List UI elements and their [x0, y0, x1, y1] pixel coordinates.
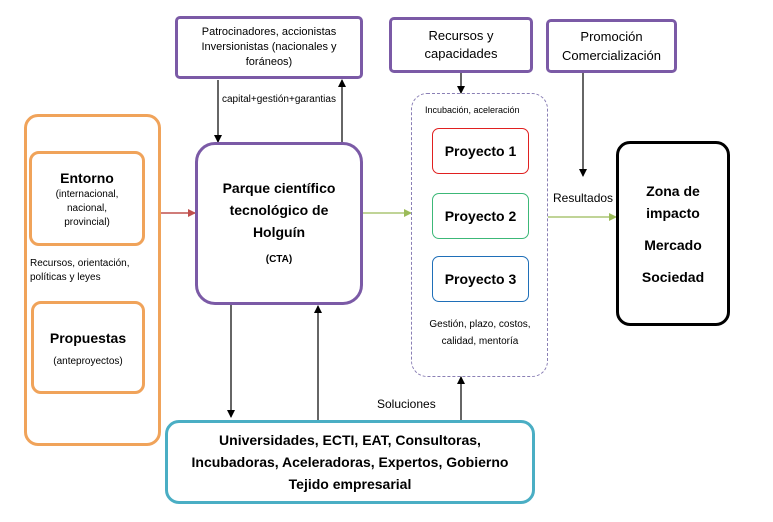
sponsors-line-2: Inversionistas (nacionales y: [201, 41, 337, 53]
sponsors-box: Patrocinadores, accionistas Inversionist…: [175, 16, 363, 79]
promotion-line-2: Comercialización: [562, 48, 661, 63]
universities-line-3: Tejido empresarial: [288, 476, 412, 492]
park-abbr: (CTA): [265, 253, 293, 265]
project-3-box: Proyecto 3: [432, 256, 529, 302]
park-box: Parque científico tecnológico de Holguín…: [195, 142, 363, 305]
park-line-3: Holguín: [252, 223, 306, 240]
management-line-2: calidad, mentoría: [441, 336, 519, 347]
resources-orientation-label: Recursos, orientación, políticas y leyes: [30, 257, 130, 285]
impact-line-3: Mercado: [644, 236, 702, 253]
project-2-box: Proyecto 2: [432, 193, 529, 239]
propuestas-subtitle: (anteproyectos): [53, 355, 123, 367]
resources-line-2: capacidades: [424, 46, 498, 61]
impact-zone-box: Zona de impacto Mercado Sociedad: [616, 141, 730, 326]
solutions-label: Soluciones: [377, 397, 436, 411]
entorno-box: Entorno (internacional, nacional, provin…: [29, 151, 145, 246]
park-line-2: tecnológico de: [229, 201, 329, 218]
project-2-label: Proyecto 2: [444, 208, 517, 224]
entorno-title: Entorno: [60, 169, 114, 186]
entorno-line-2: nacional,: [66, 202, 108, 214]
sponsors-line-3: foráneos): [245, 56, 293, 68]
project-3-label: Proyecto 3: [444, 271, 517, 287]
management-label: Gestión, plazo, costos, calidad, mentorí…: [418, 318, 542, 349]
resources-orientation-line-1: Recursos, orientación,: [30, 258, 130, 269]
entorno-line-3: provincial): [64, 216, 110, 228]
project-1-label: Proyecto 1: [444, 143, 517, 159]
resources-orientation-line-2: políticas y leyes: [30, 272, 101, 283]
propuestas-box: Propuestas (anteproyectos): [31, 301, 145, 394]
propuestas-title: Propuestas: [49, 329, 127, 346]
promotion-line-1: Promoción: [580, 29, 643, 44]
project-1-box: Proyecto 1: [432, 128, 529, 174]
incubation-container: [411, 93, 548, 377]
resources-box: Recursos y capacidades: [389, 17, 533, 73]
entorno-line-1: (internacional,: [55, 188, 119, 200]
universities-line-2: Incubadoras, Aceleradoras, Expertos, Gob…: [191, 454, 509, 470]
universities-box: Universidades, ECTI, EAT, Consultoras, I…: [165, 420, 535, 504]
impact-line-1: Zona de: [646, 182, 700, 199]
sponsors-line-1: Patrocinadores, accionistas: [201, 26, 337, 38]
universities-line-1: Universidades, ECTI, EAT, Consultoras,: [219, 432, 481, 448]
impact-line-4: Sociedad: [641, 268, 705, 285]
impact-line-2: impacto: [646, 204, 700, 221]
promotion-box: Promoción Comercialización: [546, 19, 677, 73]
results-label: Resultados: [553, 191, 614, 205]
resources-line-1: Recursos y: [428, 28, 494, 43]
management-line-1: Gestión, plazo, costos,: [429, 319, 531, 330]
capital-label: capital+gestión+garantias: [222, 94, 336, 105]
park-line-1: Parque científico: [222, 179, 336, 196]
incubation-label: Incubación, aceleración: [425, 105, 520, 115]
